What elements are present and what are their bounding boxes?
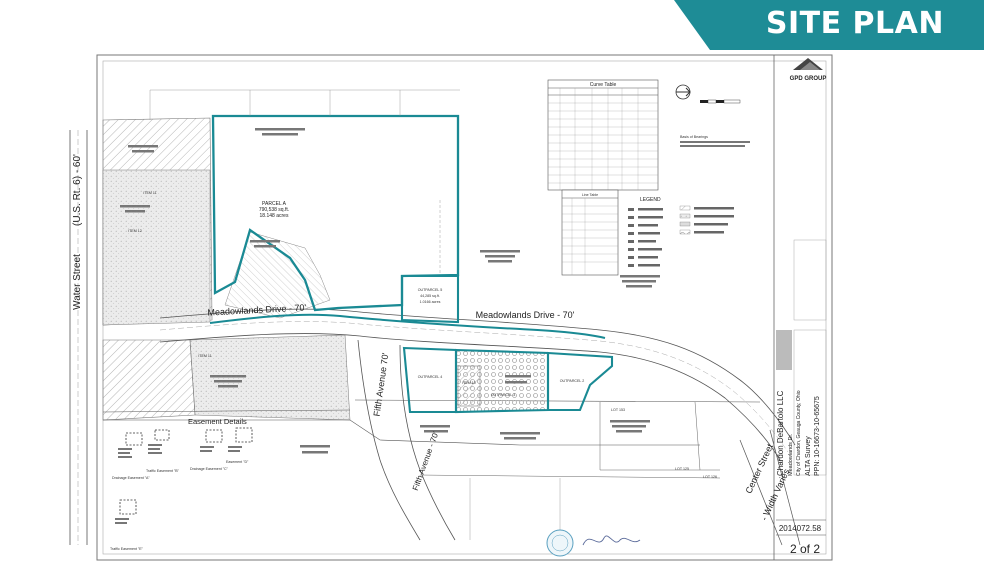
outparcel-5-acres: 1.0166 acres xyxy=(420,300,441,304)
title-block xyxy=(773,55,827,560)
lot-153-label: LOT 153 xyxy=(611,408,625,412)
water-street-label: Water Street xyxy=(72,254,83,310)
easement-c-label: Drainage Easement "C" xyxy=(190,467,229,471)
outparcel-3-label: OUTPARCEL 3 xyxy=(491,393,516,397)
easement-detail-d xyxy=(228,427,253,452)
lot-126-label: LOT 126 xyxy=(703,475,717,479)
item-12-label: ITEM 12 xyxy=(128,229,142,233)
easement-details-title: Easement Details xyxy=(188,417,247,426)
scale-bar xyxy=(700,99,741,104)
lot-125-label: LOT 125 xyxy=(675,467,689,471)
parcel-a-label: PARCEL A xyxy=(262,201,287,207)
easement-e-label: Traffic Easement "E" xyxy=(110,547,144,551)
sheet-border xyxy=(96,54,833,561)
easement-detail-a xyxy=(118,432,143,458)
north-arrow-icon xyxy=(675,84,691,100)
meadowlands-drive-east-label: Meadowlands Drive - 70' xyxy=(476,310,575,320)
site-plan-banner xyxy=(674,0,984,50)
outparcel-5-area: 44,285 sq.ft. xyxy=(420,294,440,298)
easement-a-label: Drainage Easement "A" xyxy=(112,476,150,480)
job-number: 2014072.58 xyxy=(779,524,822,533)
easement-detail-c xyxy=(200,429,223,452)
company-name: GPD GROUP xyxy=(790,76,827,82)
curve-table: Curve Table xyxy=(547,79,659,191)
sheet-number: 2 of 2 xyxy=(790,542,820,556)
surveyor-seal xyxy=(546,529,574,557)
legend-title: LEGEND xyxy=(640,197,661,203)
site-plan-title: SITE PLAN xyxy=(765,6,944,41)
fifth-avenue-label: Fifth Avenue 70' xyxy=(372,352,391,417)
outparcel-4-label: OUTPARCEL 4 xyxy=(418,375,443,379)
outparcel-2-boundary[interactable] xyxy=(546,351,614,412)
surveyor-signature xyxy=(582,535,641,546)
legend: LEGEND xyxy=(628,197,734,267)
basis-of-bearings-title: Basis of Bearings xyxy=(680,135,708,139)
outparcel-2-label: OUTPARCEL 2 xyxy=(560,379,585,383)
easement-b-label: Traffic Easement "B" xyxy=(146,469,180,473)
curve-table-title: Curve Table xyxy=(590,82,617,88)
line-table: Line Table xyxy=(561,189,619,276)
easement-detail-b xyxy=(148,429,170,454)
item-11-upper-label: ITEM 11 xyxy=(143,191,156,195)
project-name: Chardon DeBartolo LLC xyxy=(776,390,785,476)
survey-type: ALTA Survey xyxy=(805,436,812,476)
item-10-label: ITEM 10 xyxy=(462,381,476,385)
outparcel-5-label: OUTPARCEL 5 xyxy=(418,288,443,292)
center-street-label: Center Street xyxy=(743,442,775,495)
outparcel-4-boundary[interactable] xyxy=(402,346,458,414)
easement-d-label: Easement "D" xyxy=(226,460,249,464)
gpd-logo xyxy=(793,58,823,70)
item-11-lower-label: ITEM 11 xyxy=(198,354,211,358)
project-city: City of Chardon, Geauga County, Ohio xyxy=(796,390,802,476)
line-table-title: Line Table xyxy=(582,193,598,197)
outparcel-5-boundary[interactable] xyxy=(400,274,460,324)
project-location: Meadowlands Dr. xyxy=(788,433,794,476)
parcel-a-acres: 18.148 acres xyxy=(260,213,289,219)
ppn-number: PPN: 10-16673-10-65675 xyxy=(814,396,821,476)
parcel-a-area: 790,538 sq.ft. xyxy=(259,207,289,213)
fifth-avenue-lower-label: Fifth Avenue - 70' xyxy=(411,430,441,492)
us-route-label: (U.S. Rt. 6) - 60' xyxy=(72,154,83,226)
easement-detail-e xyxy=(115,499,137,524)
